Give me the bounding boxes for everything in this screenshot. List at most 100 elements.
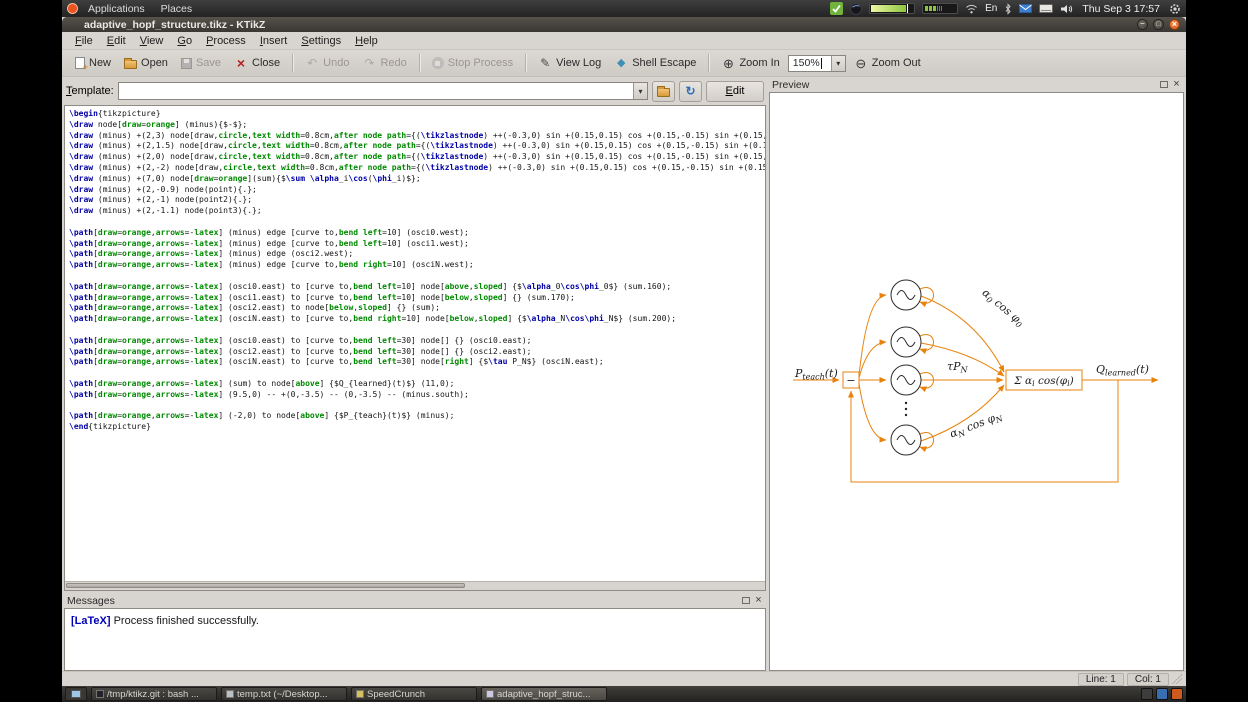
code-line[interactable] [69, 368, 765, 379]
top-panel-indicators: En Thu Sep 3 17:57 [830, 2, 1181, 15]
code-line[interactable]: \path[draw=orange,arrows=-latex] (minus)… [69, 239, 765, 250]
desktop: Applications Places En [62, 0, 1186, 702]
keyboard-icon[interactable] [1039, 4, 1053, 13]
maximize-button[interactable] [1153, 19, 1164, 30]
close-button[interactable]: Close [229, 54, 285, 72]
code-line[interactable]: \draw (minus) +(2,-1.1) node(point3){.}; [69, 206, 765, 217]
bluetooth-icon[interactable] [1004, 3, 1012, 15]
template-edit-button[interactable]: Edit [706, 81, 764, 102]
open-button[interactable]: Open [119, 55, 173, 71]
resize-grip[interactable] [1172, 674, 1182, 684]
code-line[interactable]: \path[draw=orange,arrows=-latex] (minus)… [69, 249, 765, 260]
menu-process[interactable]: Process [199, 34, 253, 48]
mail-icon[interactable] [1019, 4, 1032, 13]
tray-app-icon[interactable] [1141, 688, 1153, 700]
code-line[interactable]: \draw node[draw=orange] (minus){$-$}; [69, 120, 765, 131]
menu-help[interactable]: Help [348, 34, 385, 48]
template-open-button[interactable] [652, 81, 675, 102]
show-desktop-button[interactable] [65, 687, 87, 701]
zoom-out-button[interactable]: Zoom Out [849, 54, 926, 72]
menu-settings[interactable]: Settings [294, 34, 348, 48]
code-line[interactable]: \draw (minus) +(2,1.5) node[draw,circle,… [69, 141, 765, 152]
tray-app-icon[interactable] [1156, 688, 1168, 700]
code-line[interactable]: \draw (minus) +(2,-1) node(point2){.}; [69, 195, 765, 206]
editor-horizontal-scrollbar[interactable] [65, 581, 765, 590]
applications-menu[interactable]: Applications [82, 2, 151, 16]
template-row: Template: Edit [64, 77, 766, 105]
messages-header: Messages [64, 593, 766, 608]
new-button[interactable]: New [70, 55, 116, 71]
code-line[interactable]: \path[draw=orange,arrows=-latex] (osci2.… [69, 303, 765, 314]
code-line[interactable]: \draw (minus) +(2,3) node[draw,circle,te… [69, 131, 765, 142]
close-window-button[interactable] [1169, 19, 1180, 30]
code-line[interactable] [69, 401, 765, 412]
brightness-meter[interactable] [869, 3, 915, 14]
shell-escape-button[interactable]: Shell Escape [609, 54, 701, 72]
code-line[interactable] [69, 271, 765, 282]
menu-file[interactable]: File [68, 34, 100, 48]
menu-insert[interactable]: Insert [253, 34, 295, 48]
code-line[interactable]: \end{tikzpicture} [69, 422, 765, 433]
code-editor[interactable]: \begin{tikzpicture}\draw node[draw=orang… [64, 105, 766, 591]
code-line[interactable]: \path[draw=orange,arrows=-latex] (osci0.… [69, 282, 765, 293]
q-learned-label: Qlearned(t) [1096, 363, 1149, 378]
places-menu[interactable]: Places [155, 2, 199, 16]
terminal-icon [96, 690, 104, 698]
tray-app-icon[interactable] [1171, 688, 1183, 700]
template-dropdown-arrow[interactable] [633, 83, 647, 99]
preview-close-icon[interactable] [1172, 80, 1181, 89]
code-line[interactable]: \path[draw=orange,arrows=-latex] (9.5,0)… [69, 390, 765, 401]
code-line[interactable]: \path[draw=orange,arrows=-latex] (osciN.… [69, 314, 765, 325]
session-gear-icon[interactable] [1169, 3, 1181, 15]
messages-float-icon[interactable] [742, 597, 750, 604]
volume-icon[interactable] [1060, 4, 1073, 14]
titlebar[interactable]: adaptive_hopf_structure.tikz - KTikZ [62, 17, 1186, 32]
code-line[interactable]: \draw (minus) +(7,0) node[draw=orange](s… [69, 174, 765, 185]
zoom-in-button[interactable]: Zoom In [716, 54, 784, 72]
menu-edit[interactable]: Edit [100, 34, 133, 48]
keyboard-layout-indicator[interactable]: En [985, 3, 997, 14]
code-line[interactable]: \path[draw=orange,arrows=-latex] (-2,0) … [69, 411, 765, 422]
toolbar-button-label: Zoom In [739, 57, 779, 69]
taskbar-window-button[interactable]: adaptive_hopf_struc... [481, 687, 607, 701]
view-log-button[interactable]: View Log [533, 54, 606, 72]
menu-view[interactable]: View [133, 34, 171, 48]
taskbar-window-button[interactable]: SpeedCrunch [351, 687, 477, 701]
combo-dropdown-arrow[interactable] [831, 56, 845, 71]
code-line[interactable]: \draw (minus) +(2,-2) node[draw,circle,t… [69, 163, 765, 174]
taskbar-window-button[interactable]: temp.txt (~/Desktop... [221, 687, 347, 701]
code-line[interactable]: \path[draw=orange,arrows=-latex] (osciN.… [69, 357, 765, 368]
globe-icon[interactable] [850, 3, 862, 15]
code-line[interactable]: \path[draw=orange,arrows=-latex] (osci1.… [69, 293, 765, 304]
code-line[interactable]: \draw (minus) +(2,0) node[draw,circle,te… [69, 152, 765, 163]
clock[interactable]: Thu Sep 3 17:57 [1080, 3, 1162, 15]
minimize-button[interactable] [1137, 19, 1148, 30]
signal-meter[interactable] [922, 3, 958, 14]
preview-float-icon[interactable] [1160, 81, 1168, 88]
messages-close-icon[interactable] [754, 596, 763, 605]
save-icon [181, 58, 192, 69]
code-line[interactable]: \path[draw=orange,arrows=-latex] (osci2.… [69, 347, 765, 358]
wifi-icon[interactable] [965, 3, 978, 14]
scrollbar-thumb[interactable] [66, 583, 465, 588]
toolbar: NewOpenSaveCloseUndoRedoStop ProcessView… [62, 50, 1186, 77]
stop-process-button: Stop Process [427, 55, 518, 71]
code-line[interactable]: \draw (minus) +(2,-0.9) node(point){.}; [69, 185, 765, 196]
update-ok-icon[interactable] [830, 2, 843, 15]
status-col: Col: 1 [1127, 673, 1169, 686]
code-line[interactable]: \path[draw=orange,arrows=-latex] (minus)… [69, 228, 765, 239]
code-line[interactable] [69, 325, 765, 336]
toolbar-separator [708, 54, 709, 72]
code-line[interactable]: \path[draw=orange,arrows=-latex] (sum) t… [69, 379, 765, 390]
menu-go[interactable]: Go [170, 34, 199, 48]
code-line[interactable]: \path[draw=orange,arrows=-latex] (osci0.… [69, 336, 765, 347]
code-line[interactable] [69, 217, 765, 228]
template-combo[interactable] [118, 82, 648, 100]
zoom-level-combo[interactable]: 150% [788, 55, 846, 72]
code-line[interactable]: \begin{tikzpicture} [69, 109, 765, 120]
taskbar-window-button[interactable]: /tmp/ktikz.git : bash ... [91, 687, 217, 701]
code-line[interactable]: \path[draw=orange,arrows=-latex] (minus)… [69, 260, 765, 271]
template-reload-button[interactable] [679, 81, 702, 102]
distro-logo-icon[interactable] [67, 3, 78, 14]
taskbar: /tmp/ktikz.git : bash ... temp.txt (~/Des… [62, 686, 1186, 702]
